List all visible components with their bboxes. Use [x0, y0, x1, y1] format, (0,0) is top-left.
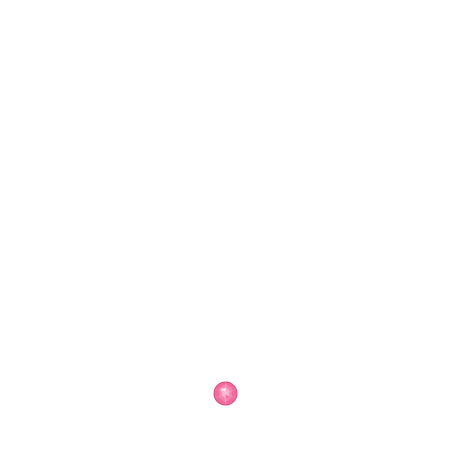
- pink-gem-icon[interactable]: [213, 381, 238, 406]
